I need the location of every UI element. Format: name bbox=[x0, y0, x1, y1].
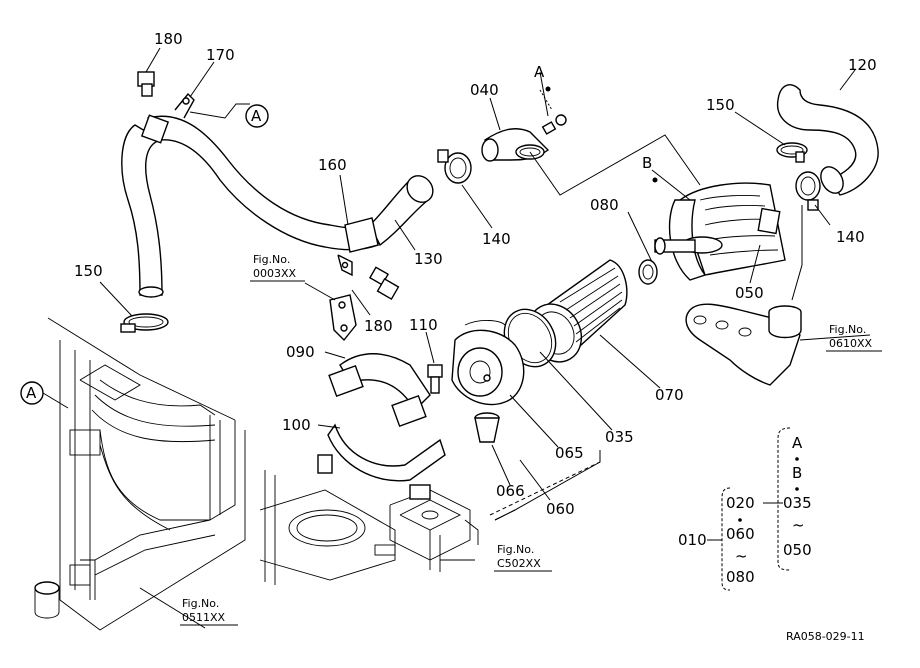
callout-050: 050 bbox=[735, 284, 764, 302]
bolt-180-lower bbox=[368, 266, 400, 301]
callout-110: 110 bbox=[409, 316, 438, 334]
callout-090: 090 bbox=[286, 343, 315, 361]
band-090 bbox=[328, 353, 431, 428]
bolt-110 bbox=[427, 364, 443, 394]
fig-0003-line2: 0003XX bbox=[253, 267, 297, 280]
tree-020: 020 bbox=[726, 494, 755, 512]
callout-140-left: 140 bbox=[482, 230, 511, 248]
dot-a bbox=[545, 86, 551, 92]
bracket-170 bbox=[174, 92, 195, 119]
ref-a-040: A bbox=[534, 63, 545, 81]
dot-b bbox=[652, 177, 658, 183]
tree-080: 080 bbox=[726, 568, 755, 586]
bolt-180-top bbox=[137, 71, 155, 97]
callout-130: 130 bbox=[414, 250, 443, 268]
callout-180-lower: 180 bbox=[364, 317, 393, 335]
hose-clamp-150-left bbox=[120, 313, 169, 333]
hose-clamp-150-right bbox=[776, 142, 808, 163]
callout-065: 065 bbox=[555, 444, 584, 462]
callout-160: 160 bbox=[318, 156, 347, 174]
o-ring-080 bbox=[638, 259, 658, 285]
callout-060: 060 bbox=[546, 500, 575, 518]
tree-035: 035 bbox=[783, 494, 812, 512]
ref-b: B bbox=[642, 154, 652, 172]
fig-0003-line1: Fig.No. bbox=[253, 253, 290, 266]
tree-a: A bbox=[792, 434, 803, 452]
fig-0610-line2: 0610XX bbox=[829, 337, 873, 350]
fig-0511-line2: 0511XX bbox=[182, 611, 226, 624]
engine-block bbox=[259, 470, 479, 585]
callout-040: 040 bbox=[470, 81, 499, 99]
callout-100: 100 bbox=[282, 416, 311, 434]
callout-066: 066 bbox=[496, 482, 525, 500]
callout-150-left: 150 bbox=[74, 262, 103, 280]
leader-lines bbox=[99, 47, 871, 561]
radiator-frame bbox=[34, 317, 246, 631]
fig-0511-line1: Fig.No. bbox=[182, 597, 219, 610]
tree-050: 050 bbox=[783, 541, 812, 559]
assembly-tree: A B 035 ~ 050 020 060 ~ 080 010 bbox=[678, 427, 812, 591]
callout-150-right: 150 bbox=[706, 96, 735, 114]
ref-a-top: A bbox=[251, 107, 262, 125]
elbow-hose-040 bbox=[481, 114, 567, 162]
callout-180-top: 180 bbox=[154, 30, 183, 48]
air-cleaner-body-050 bbox=[654, 182, 786, 281]
ref-circle-a-top bbox=[245, 104, 269, 128]
fig-0610-line1: Fig.No. bbox=[829, 323, 866, 336]
callout-035: 035 bbox=[605, 428, 634, 446]
bracket-100 bbox=[317, 423, 446, 500]
intake-manifold bbox=[685, 303, 802, 386]
tree-010: 010 bbox=[678, 531, 707, 549]
fig-c502-line1: Fig.No. bbox=[497, 543, 534, 556]
upper-air-hose bbox=[121, 114, 434, 298]
callout-170: 170 bbox=[206, 46, 235, 64]
callout-070: 070 bbox=[655, 386, 684, 404]
tree-tilde-1: ~ bbox=[792, 516, 805, 534]
callout-120: 120 bbox=[848, 56, 877, 74]
fig-c502-line2: C502XX bbox=[497, 557, 541, 570]
tree-tilde-2: ~ bbox=[735, 547, 748, 565]
bracket-160 bbox=[329, 254, 357, 342]
hose-clamp-140-left bbox=[437, 149, 472, 184]
callout-080: 080 bbox=[590, 196, 619, 214]
ref-a-left: A bbox=[26, 384, 37, 402]
hose-clamp-140-right bbox=[795, 171, 821, 211]
valve-066 bbox=[474, 412, 500, 443]
callout-140-right: 140 bbox=[836, 228, 865, 246]
tree-b: B bbox=[792, 464, 802, 482]
tree-060: 060 bbox=[726, 525, 755, 543]
dust-cover-065 bbox=[451, 320, 525, 406]
drawing-code: RA058-029-11 bbox=[786, 630, 865, 643]
hose-120 bbox=[776, 84, 879, 196]
